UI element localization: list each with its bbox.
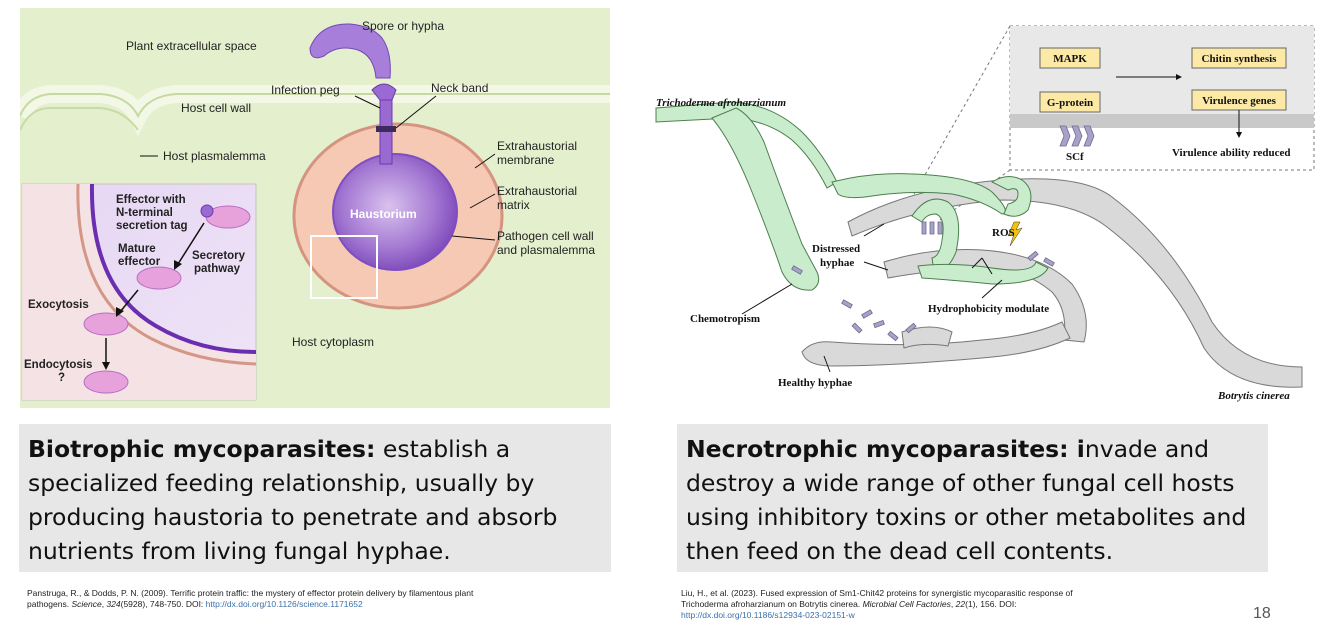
inset-label-exocytosis: Exocytosis xyxy=(28,299,89,311)
effector-inset: Effector with N-terminal secretion tag M… xyxy=(21,183,257,401)
label-ext-membrane-2: membrane xyxy=(497,153,555,167)
label-botrytis: Botrytis cinerea xyxy=(1217,390,1290,402)
label-ext-matrix-1: Extrahaustorial xyxy=(497,184,577,198)
left-citation: Panstruga, R., & Dodds, P. N. (2009). Te… xyxy=(27,588,474,609)
biotrophic-title: Biotrophic mycoparasites: xyxy=(28,435,376,463)
box-reduced: Virulence ability reduced xyxy=(1172,147,1291,159)
inset-label-effector-2: N-terminal xyxy=(116,207,173,219)
left-doi-link[interactable]: http://dx.doi.org/10.1126/science.117165… xyxy=(205,599,363,609)
inset-label-secretory-1: Secretory xyxy=(192,250,246,262)
inset-label-effector-3: secretion tag xyxy=(116,220,188,232)
label-ext-matrix-2: matrix xyxy=(497,198,530,212)
right-doi-link[interactable]: http://dx.doi.org/10.1186/s12934-023-021… xyxy=(681,610,855,620)
necrotrophic-title-initial: i xyxy=(1076,435,1085,463)
necrotrophic-body: nvade and destroy a wide range of other … xyxy=(686,435,1247,565)
signaling-box: MAPK G-protein Chitin synthesis Virulenc… xyxy=(1009,25,1315,171)
label-healthy: Healthy hyphae xyxy=(778,377,852,389)
label-spore: Spore or hypha xyxy=(362,19,444,33)
label-infection-peg: Infection peg xyxy=(271,83,340,97)
effector-vesicle-2 xyxy=(136,266,182,290)
biotrophic-text-box: Biotrophic mycoparasites: establish a sp… xyxy=(19,424,611,572)
box-scf: SCf xyxy=(1066,151,1084,163)
label-host-plasmalemma: Host plasmalemma xyxy=(163,149,266,163)
box-gprotein: G-protein xyxy=(1047,97,1093,109)
label-pathogen-wall-2: and plasmalemma xyxy=(497,243,595,257)
inset-label-effector-1: Effector with xyxy=(116,194,186,206)
effector-vesicle-4 xyxy=(83,370,129,394)
label-plant-extracellular: Plant extracellular space xyxy=(126,39,257,53)
label-haustorium: Haustorium xyxy=(350,207,417,221)
necrotrophic-text-box: Necrotrophic mycoparasites: invade and d… xyxy=(677,424,1268,572)
label-ros: ROS xyxy=(992,227,1015,239)
right-citation: Liu, H., et al. (2023). Fused expression… xyxy=(681,588,1073,620)
haustorium-diagram: Effector with N-terminal secretion tag M… xyxy=(20,8,610,408)
inset-label-mature-2: effector xyxy=(118,256,161,268)
infection-peg xyxy=(371,83,397,101)
ros-bolt xyxy=(1007,221,1023,247)
inset-label-endocytosis-2: ? xyxy=(58,372,65,384)
label-trichoderma: Trichoderma afroharzianum xyxy=(656,97,787,109)
page-number: 18 xyxy=(1253,605,1271,622)
label-hydrophobicity: Hydrophobicity modulate xyxy=(928,303,1049,315)
label-ext-membrane-1: Extrahaustorial xyxy=(497,139,577,153)
inset-label-endocytosis-1: Endocytosis xyxy=(24,359,92,371)
mycoparasitism-diagram: MAPK G-protein Chitin synthesis Virulenc… xyxy=(655,25,1315,402)
label-neck-band: Neck band xyxy=(431,81,488,95)
inset-highlight-box xyxy=(310,235,378,299)
effector-tag xyxy=(200,204,214,218)
label-chemotropism: Chemotropism xyxy=(690,313,760,325)
label-host-cytoplasm: Host cytoplasm xyxy=(292,335,374,349)
label-distressed-1: Distressed xyxy=(812,243,860,255)
label-pathogen-wall-1: Pathogen cell wall xyxy=(497,229,594,243)
botrytis-hyphae xyxy=(801,178,1303,388)
inset-label-mature-1: Mature xyxy=(118,243,156,255)
box-chitin: Chitin synthesis xyxy=(1202,53,1278,65)
box-mapk: MAPK xyxy=(1053,53,1087,65)
spore xyxy=(309,23,391,79)
necrotrophic-title: Necrotrophic mycoparasites: xyxy=(686,435,1077,463)
neck-band xyxy=(376,126,396,132)
inset-label-secretory-2: pathway xyxy=(194,263,241,275)
biotrophic-body: establish a specialized feeding relation… xyxy=(28,435,558,565)
effector-molecules xyxy=(791,221,1055,342)
trichoderma-hyphae xyxy=(655,101,1049,291)
box-virulence: Virulence genes xyxy=(1202,95,1277,107)
host-plasmalemma xyxy=(20,107,139,131)
label-host-wall: Host cell wall xyxy=(181,101,251,115)
effector-vesicle-3 xyxy=(83,312,129,336)
label-distressed-2: hyphae xyxy=(820,257,854,269)
haustorium-body xyxy=(332,153,458,271)
